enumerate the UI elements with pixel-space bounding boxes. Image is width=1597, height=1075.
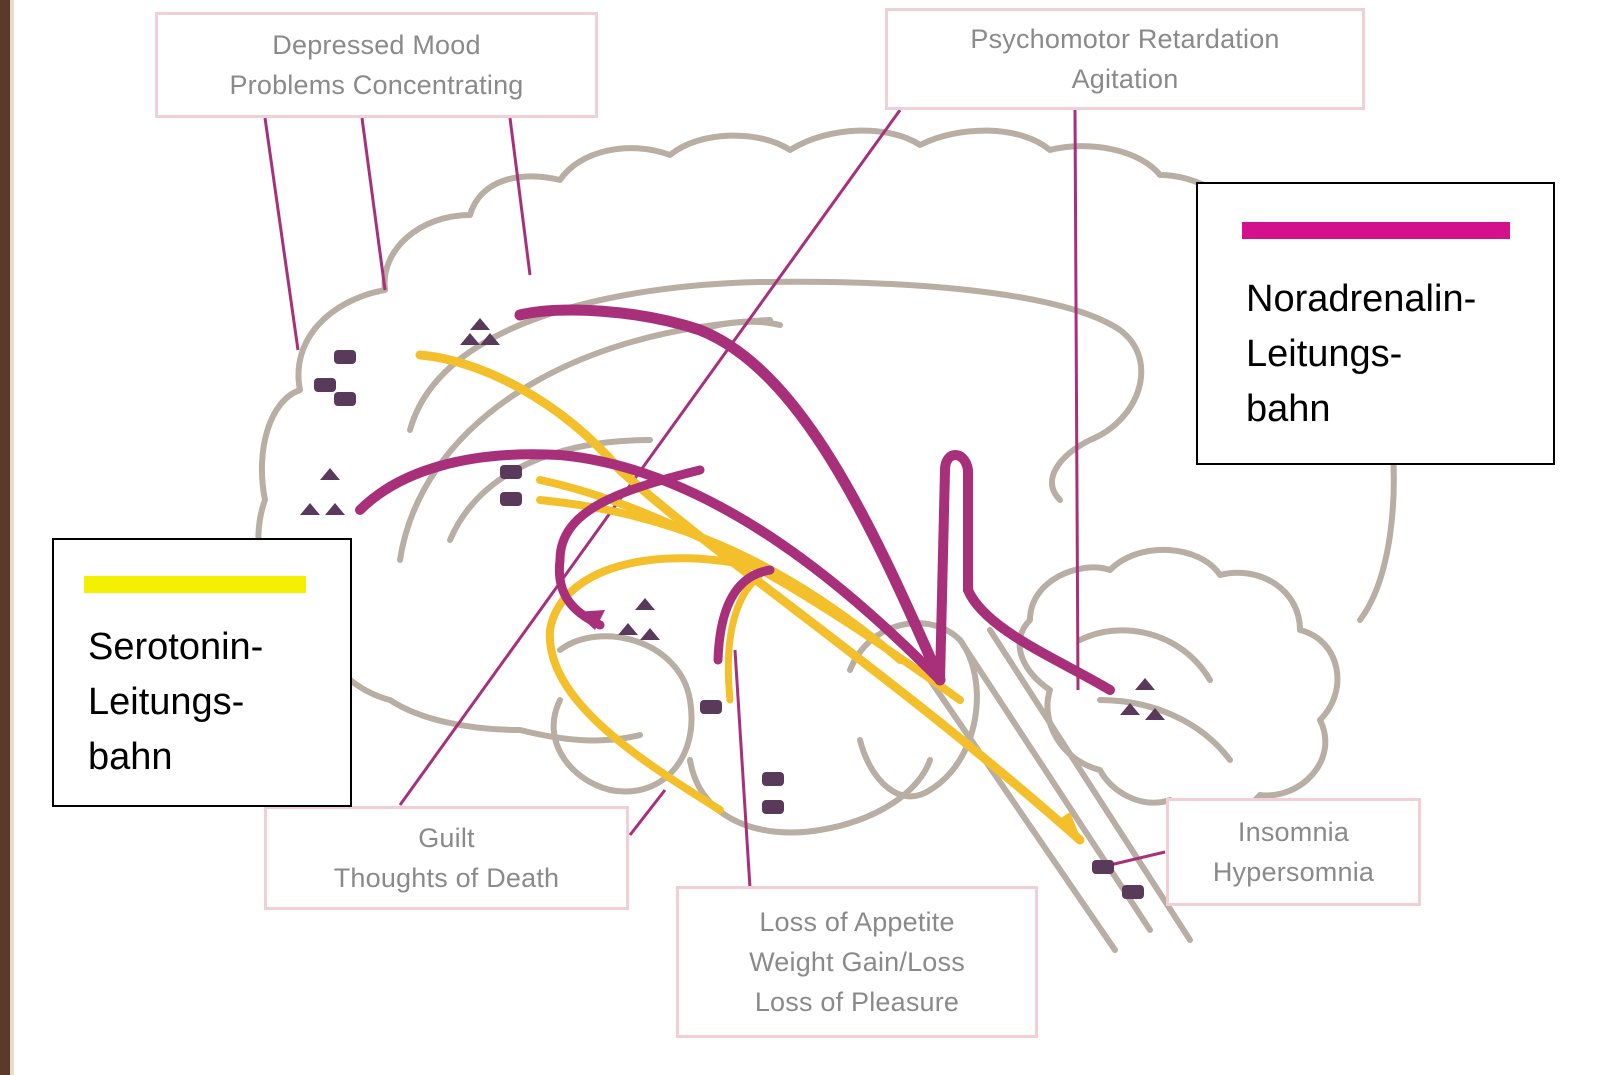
label-line: Thoughts of Death [334,858,560,898]
label-line: Loss of Appetite [759,902,954,942]
lower-lobe [690,760,930,832]
noradrenalin-swatch [1242,222,1510,239]
serotonin-neuron [334,350,356,364]
noradrenalin-neuron [640,628,660,640]
legend-line: Leitungs- [88,675,263,730]
noradrenalin-neuron [460,333,480,345]
label-guilt: Guilt Thoughts of Death [264,806,629,910]
serotonin-legend-text: Serotonin- Leitungs- bahn [88,620,263,785]
label-line: Loss of Pleasure [755,982,959,1022]
label-line: Weight Gain/Loss [749,942,965,982]
serotonin-neuron [500,465,522,479]
temporal-lobe [554,636,692,791]
noradrenalin-legend-text: Noradrenalin- Leitungs- bahn [1246,272,1476,437]
label-depressed-mood: Depressed Mood Problems Concentrating [155,12,598,118]
serotonin-neuron [1092,860,1114,874]
label-line: Agitation [1072,59,1179,99]
label-line: Guilt [418,818,475,858]
label-line: Problems Concentrating [229,65,523,105]
noradrenalin-neuron [635,598,655,610]
legend-noradrenalin: Noradrenalin- Leitungs- bahn [1196,182,1555,465]
serotonin-neuron [762,800,784,814]
noradrenalin-neuron [1135,678,1155,690]
legend-serotonin: Serotonin- Leitungs- bahn [52,538,352,807]
noradrenalin-neuron [320,468,340,480]
pointer-psychomotor-2 [1075,110,1078,690]
label-line: Hypersomnia [1213,852,1374,892]
label-line: Depressed Mood [272,25,480,65]
pointer-mood-1 [265,118,298,350]
legend-line: Leitungs- [1246,327,1476,382]
label-appetite: Loss of Appetite Weight Gain/Loss Loss o… [676,886,1038,1038]
pointer-guilt [630,790,665,835]
cerebellum-fold-2 [1100,700,1230,760]
serotonin-neuron [1122,885,1144,899]
noradrenalin-neuron [300,503,320,515]
serotonin-neuron [500,492,522,506]
cerebellum [1020,550,1338,815]
noradrenalin-neuron [618,623,638,635]
legend-line: Serotonin- [88,620,263,675]
serotonin-pathways [420,355,1080,840]
label-insomnia: Insomnia Hypersomnia [1166,798,1421,906]
pointer-appetite [735,650,750,888]
label-line: Insomnia [1238,812,1349,852]
serotonin-swatch [84,576,306,593]
label-line: Psychomotor Retardation [970,19,1279,59]
noradrenalin-neuron [470,318,490,330]
serotonin-neuron [762,772,784,786]
pointer-mood-2 [362,118,385,290]
cerebellum-fold [1080,630,1210,680]
serotonin-neuron [334,392,356,406]
serotonin-path-main [420,355,1080,840]
legend-line: bahn [88,730,263,785]
legend-line: Noradrenalin- [1246,272,1476,327]
serotonin-neuron [700,700,722,714]
label-psychomotor: Psychomotor Retardation Agitation [885,8,1365,110]
pointer-mood-3 [510,118,530,275]
noradrenalin-neuron [325,503,345,515]
legend-line: bahn [1246,382,1476,437]
serotonin-neuron [314,378,336,392]
